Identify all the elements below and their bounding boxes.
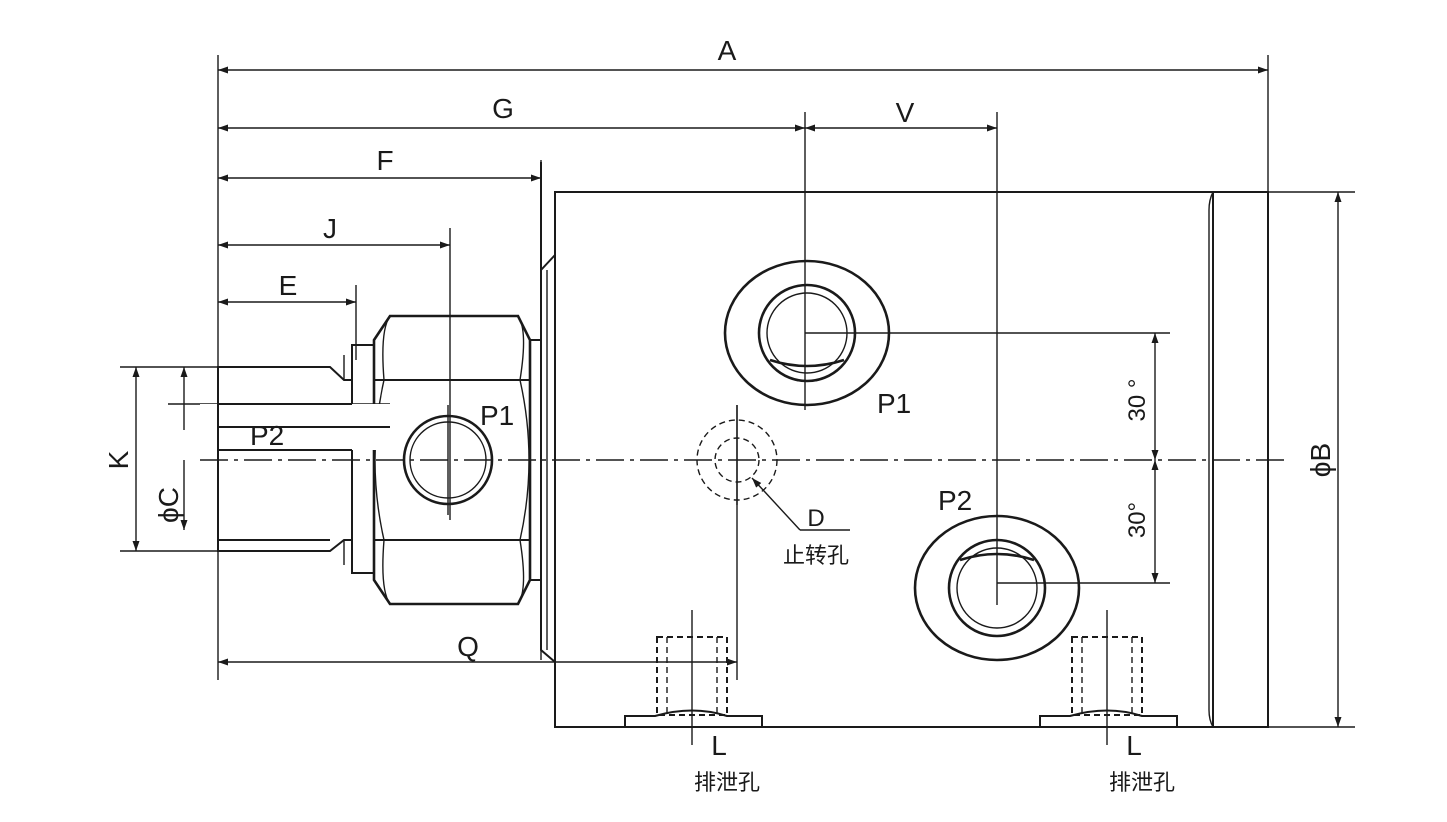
port-p1 [723,259,891,407]
port-p2 [913,514,1081,662]
label-q: Q [457,631,479,662]
label-d: D [807,505,824,532]
anti-rotation-hole [696,419,850,531]
label-l-left: L [711,730,727,761]
threaded-shaft [200,355,390,565]
label-f: F [376,145,393,176]
dimension-lines [132,66,1342,727]
label-angle-bottom: 30° [1124,502,1151,538]
label-p1-body: P1 [877,388,911,419]
label-j: J [323,213,337,244]
drain-hole-right [1071,610,1143,745]
label-angle-top: 30 ° [1124,379,1151,422]
label-anti-rotation: 止转孔 [783,544,849,569]
drain-hole-left [656,610,728,745]
center-lines [200,405,1285,515]
dimension-labels: A G V F J E Q K ϕC ϕB 30 ° 30° [103,35,1336,662]
main-body [540,162,1269,728]
label-drain-right: 排泄孔 [1109,771,1175,796]
extension-lines [120,55,1355,728]
label-b: ϕB [1305,443,1336,477]
port-labels: P1 P1 P2 P2 [250,388,972,516]
label-k: K [103,450,134,469]
label-p2-body: P2 [938,485,972,516]
label-c: ϕC [153,487,184,523]
label-v: V [896,97,915,128]
label-drain-left: 排泄孔 [694,771,760,796]
label-l-right: L [1126,730,1142,761]
label-g: G [492,93,514,124]
label-p1-nut: P1 [480,400,514,431]
callout-labels: D 止转孔 L 排泄孔 L 排泄孔 [694,505,1175,796]
label-p2-shaft: P2 [250,420,284,451]
label-e: E [279,270,298,301]
label-a: A [718,35,737,66]
